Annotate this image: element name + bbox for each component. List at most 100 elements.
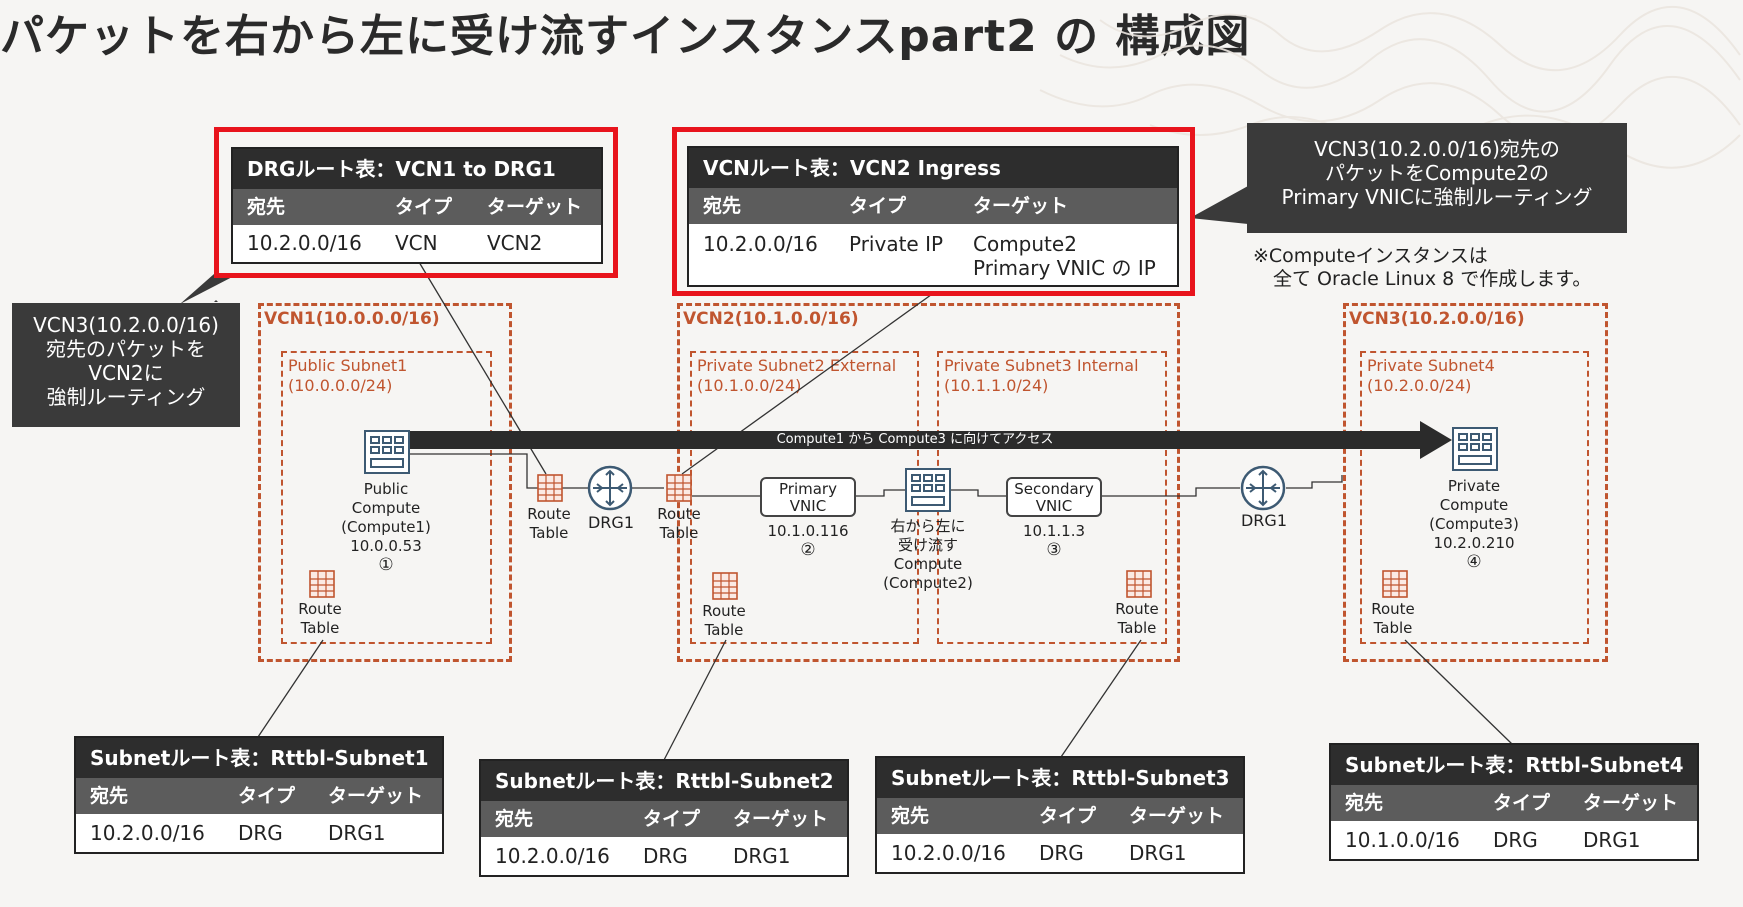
cell-dest: 10.2.0.0/16	[703, 232, 818, 256]
header-dest: 宛先	[703, 195, 742, 217]
rt-l2: Table	[300, 619, 340, 637]
header-target: ターゲット	[328, 785, 424, 807]
subnet1-route-table: Subnetルート表：Rttbl-Subnet1 宛先 タイプ ターゲット 10…	[74, 736, 444, 854]
compute1-label: Public Compute (Compute1) 10.0.0.53 ①	[326, 480, 446, 575]
cell-type: DRG	[1039, 841, 1084, 865]
header-type: タイプ	[849, 195, 907, 217]
route-table-icon	[666, 474, 692, 502]
compute1-line1: Public	[363, 480, 409, 498]
rt-l1: Route	[702, 602, 746, 620]
cell-type: DRG	[238, 821, 283, 845]
callout-right-line2: パケットをCompute2の	[1325, 161, 1549, 185]
rt-l2: Table	[704, 621, 744, 639]
callout-right-line1: VCN3(10.2.0.0/16)宛先の	[1314, 137, 1560, 161]
cell-target: DRG1	[1129, 841, 1187, 865]
subnet-name: Public Subnet1	[288, 356, 408, 375]
compute1-line2: Compute	[351, 499, 421, 517]
private-subnet3-label: Private Subnet3 Internal(10.1.1.0/24)	[944, 356, 1139, 396]
drg1-router-icon-right	[1240, 465, 1286, 511]
cell-target-line2: Primary VNIC の IP	[973, 256, 1156, 280]
secondary-vnic-info: 10.1.1.3 ③	[1004, 522, 1104, 560]
header-dest: 宛先	[1345, 792, 1384, 814]
subnet-name: Private Subnet4	[1367, 356, 1495, 375]
drg1-label-right: DRG1	[1240, 511, 1287, 530]
subnet2-route-table: Subnetルート表：Rttbl-Subnet2 宛先 タイプ ターゲット 10…	[479, 759, 849, 877]
route-table-icon	[1126, 570, 1152, 598]
primary-vnic-number: ②	[800, 540, 816, 560]
cell-target: VCN2	[487, 231, 543, 255]
compute3-number: ④	[1466, 552, 1482, 572]
callout-left: VCN3(10.2.0.0/16) 宛先のパケットを VCN2に 強制ルーティン…	[12, 303, 240, 427]
compute3-line3: (Compute3)	[1429, 515, 1519, 533]
callout-left-line1: VCN3(10.2.0.0/16)	[33, 313, 219, 337]
subnet-cidr: (10.0.0.0/24)	[288, 376, 393, 395]
secondary-vnic-line2: VNIC	[1035, 497, 1073, 515]
compute3-server-icon	[1452, 427, 1498, 471]
route-table-icon	[1382, 570, 1408, 598]
subnet3-route-table-title: Subnetルート表：Rttbl-Subnet3	[877, 758, 1243, 798]
compute2-line2: 受け流す	[897, 536, 958, 554]
rt-l2: Table	[659, 524, 699, 542]
subnet4-route-table: Subnetルート表：Rttbl-Subnet4 宛先 タイプ ターゲット 10…	[1329, 743, 1699, 861]
vcn2-ingress-title: VCNルート表：VCN2 Ingress	[689, 148, 1177, 188]
page-title: パケットを右から左に受け流すインスタンスpart2 の 構成図	[0, 11, 1251, 62]
cell-dest: 10.2.0.0/16	[90, 821, 205, 845]
private-subnet2-label: Private Subnet2 External(10.1.0.0/24)	[697, 356, 896, 396]
callout-right-line3: Primary VNICに強制ルーティング	[1281, 185, 1593, 209]
rt-l1: Route	[1115, 600, 1159, 618]
compute3-label: Private Compute (Compute3) 10.2.0.210 ④	[1414, 477, 1534, 572]
table-header: 宛先 タイプ ターゲット	[233, 189, 601, 225]
compute1-server-icon	[364, 430, 410, 474]
cell-dest: 10.2.0.0/16	[495, 844, 610, 868]
vcn1-label: VCN1(10.0.0.0/16)	[264, 309, 440, 329]
public-subnet1-label: Public Subnet1(10.0.0.0/24)	[288, 356, 407, 396]
note-line2: 全て Oracle Linux 8 で作成します。	[1273, 268, 1592, 290]
drg-route-table: DRGルート表：VCN1 to DRG1 宛先 タイプ ターゲット 10.2.0…	[231, 147, 603, 264]
header-target: ターゲット	[1129, 805, 1225, 827]
cell-type: DRG	[1493, 828, 1538, 852]
callout-left-line3: VCN2に	[88, 361, 164, 385]
compute2-label: 右から左に 受け流す Compute (Compute2)	[868, 517, 988, 593]
subnet-name: Private Subnet2 External	[697, 356, 897, 375]
rt-l2: Table	[1373, 619, 1413, 637]
header-target: ターゲット	[973, 195, 1069, 217]
compute1-number: ①	[378, 555, 394, 575]
cell-type: Private IP	[849, 232, 944, 256]
cell-target-line1: Compute2	[973, 232, 1077, 256]
vcn2-ingress-highlight	[672, 127, 1195, 296]
compute3-line2: Compute	[1439, 496, 1509, 514]
callout-left-line4: 強制ルーティング	[46, 385, 206, 409]
rt-l1: Route	[298, 600, 342, 618]
table-row: 10.2.0.0/16 DRG DRG1	[877, 834, 1243, 872]
primary-vnic-info: 10.1.0.116 ②	[758, 522, 858, 560]
compute2-line3: Compute	[893, 555, 963, 573]
table-header: 宛先 タイプ ターゲット	[481, 801, 847, 837]
compute3-line1: Private	[1447, 477, 1501, 495]
rt-l2: Table	[529, 524, 569, 542]
public-subnet1	[281, 351, 492, 644]
rt-l1: Route	[1371, 600, 1415, 618]
subnet2-route-table-title: Subnetルート表：Rttbl-Subnet2	[481, 761, 847, 801]
cell-type: VCN	[395, 231, 438, 255]
rt-l1: Route	[657, 505, 701, 523]
header-type: タイプ	[395, 196, 453, 218]
vcn3-label: VCN3(10.2.0.0/16)	[1349, 309, 1525, 329]
subnet-cidr: (10.1.1.0/24)	[944, 376, 1049, 395]
secondary-vnic-ip: 10.1.1.3	[1022, 522, 1086, 540]
cell-target: DRG1	[1583, 828, 1641, 852]
compute2-line4: (Compute2)	[883, 574, 973, 592]
table-header: 宛先 タイプ ターゲット	[76, 778, 442, 814]
header-type: タイプ	[1039, 805, 1097, 827]
route-table-icon	[537, 474, 563, 502]
private-subnet4	[1360, 351, 1589, 644]
cell-dest: 10.2.0.0/16	[891, 841, 1006, 865]
cell-type: DRG	[643, 844, 688, 868]
table-row: 10.2.0.0/16 DRG DRG1	[481, 837, 847, 875]
primary-vnic-ip: 10.1.0.116	[767, 522, 849, 540]
secondary-vnic-line1: Secondary	[1014, 480, 1094, 498]
subnet1-route-table-title: Subnetルート表：Rttbl-Subnet1	[76, 738, 442, 778]
header-type: タイプ	[238, 785, 296, 807]
table-row: 10.2.0.0/16 VCN VCN2	[233, 225, 601, 262]
